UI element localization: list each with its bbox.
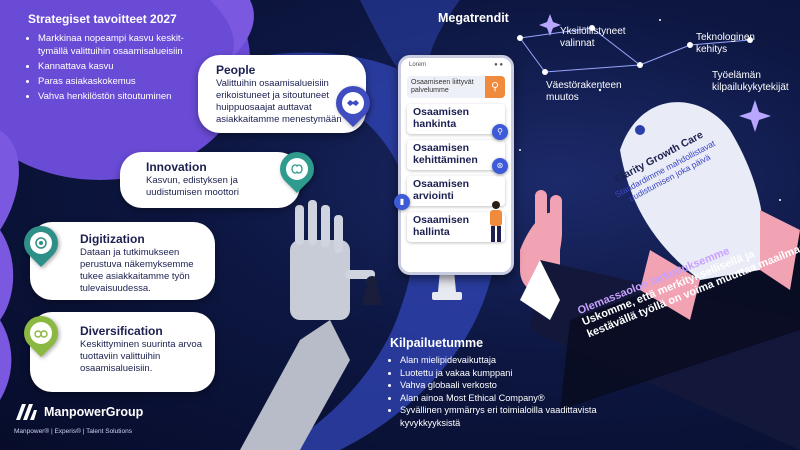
tentacle: [0, 230, 14, 320]
purpose-band: [560, 235, 800, 410]
octopus-body: [0, 0, 250, 180]
handshake-icon: [342, 92, 364, 114]
innovation-pin: [272, 144, 322, 194]
innovation-card: Innovation Kasvun, edistyksen ja uudistu…: [120, 152, 300, 208]
rocket: [620, 102, 800, 320]
list-item: Vahva henkilöstön sitoutuminen: [38, 90, 193, 103]
megatrend-item: Väestörakenteen muutos: [546, 80, 622, 103]
list-item: Markkinaa nopeampi kasvu keskit-tymällä …: [38, 32, 193, 58]
robot-hand: [240, 200, 375, 450]
digitization-pin: [16, 218, 66, 268]
megatrend-item: Työelämän kilpailukykytekijät: [712, 70, 789, 93]
magnifier-icon: ⚲: [492, 124, 508, 140]
strategic-goals: Strategiset tavoitteet 2027 Markkinaa no…: [28, 12, 193, 105]
digitization-card: Digitization Dataan ja tutkimukseen peru…: [30, 222, 215, 300]
search-icon[interactable]: ⚲: [485, 76, 505, 98]
sparkle-icon: [739, 100, 771, 132]
people-pin: [328, 78, 378, 128]
tentacle: [210, 0, 254, 60]
digitization-desc: Dataan ja tutkimukseen perustuva näkemyk…: [80, 247, 194, 294]
list-item: Luotettu ja vakaa kumppani: [400, 367, 620, 380]
signal-icon: ● ●: [494, 62, 503, 68]
diversification-pin: [16, 308, 66, 358]
list-item: Vahva globaali verkosto: [400, 379, 620, 392]
strategic-goals-title: Strategiset tavoitteet 2027: [28, 12, 177, 26]
list-item: Kannattava kasvu: [38, 60, 193, 73]
megatrend-item: Teknologinen kehitys: [696, 32, 755, 55]
diversification-title: Diversification: [80, 324, 163, 338]
strategic-goals-list: Markkinaa nopeampi kasvu keskit-tymällä …: [28, 32, 193, 103]
chart-icon: ▮: [394, 194, 410, 210]
people-title: People: [216, 63, 256, 77]
megatrend-item: Yksilöllistyneet valinnat: [560, 26, 626, 49]
list-item: Paras asiakaskokemus: [38, 75, 193, 88]
list-item: Alan ainoa Most Ethical Company®: [400, 392, 620, 405]
brain-icon: [286, 158, 308, 180]
logo-icon: [16, 404, 37, 420]
head-gear-icon: [30, 232, 52, 254]
phone-service-item[interactable]: Osaamisen kehittäminen: [407, 140, 505, 170]
megatrends-title: Megatrendit: [438, 11, 509, 25]
phone-brand: Lorem: [409, 62, 427, 68]
logo-brands: Manpower® | Experis® | Talent Solutions: [14, 428, 132, 435]
network-icon: ⊛: [492, 158, 508, 174]
innovation-title: Innovation: [146, 160, 207, 174]
list-item: Alan mielipidevaikuttaja: [400, 354, 620, 367]
digitization-title: Digitization: [80, 232, 145, 246]
phone-search-input[interactable]: Osaamiseen liittyvät palvelumme ⚲: [407, 76, 505, 98]
phone-service-item[interactable]: Osaamisen hankinta: [407, 104, 505, 134]
competitive-title: Kilpailuetumme: [390, 336, 484, 350]
phone-status-bar: Lorem ● ●: [401, 58, 511, 72]
logo-name: ManpowerGroup: [44, 405, 144, 419]
dark-pawn: [362, 276, 382, 305]
tentacle: [0, 130, 19, 230]
phone-service-item[interactable]: Osaamisen hallinta: [407, 212, 505, 242]
phone-service-item[interactable]: Osaamisen arviointi: [407, 176, 505, 206]
phone-search-text: Osaamiseen liittyvät palvelumme: [411, 79, 474, 94]
binoculars-icon: [30, 322, 52, 344]
diversification-card: Diversification Keskittyminen suurinta a…: [30, 312, 215, 392]
person-figure: [490, 201, 502, 242]
constellation-nodes: [517, 25, 753, 75]
innovation-desc: Kasvun, edistyksen ja uudistumisen moott…: [146, 175, 239, 198]
competitive-list: Alan mielipidevaikuttaja Luotettu ja vak…: [390, 354, 620, 429]
tentacle: [0, 320, 12, 400]
competitive-advantage: Kilpailuetumme Alan mielipidevaikuttaja …: [390, 336, 620, 429]
manpowergroup-logo: ManpowerGroup Manpower® | Experis® | Tal…: [14, 402, 143, 435]
diversification-desc: Keskittyminen suurinta arvoa tuottaviin …: [80, 339, 202, 374]
people-desc: Valittuihin osaamisalueisiin erikoistune…: [216, 78, 342, 125]
sparkle-icon: [539, 14, 561, 36]
list-item: Syvällinen ymmärrys eri toimialoilla vaa…: [400, 404, 620, 429]
